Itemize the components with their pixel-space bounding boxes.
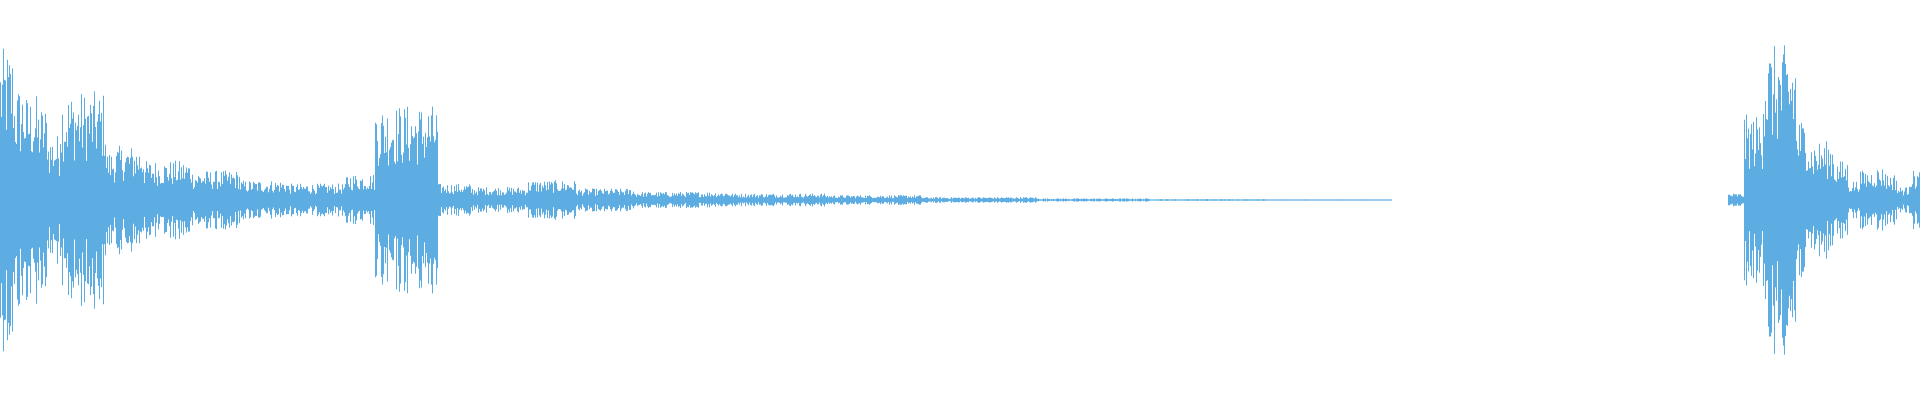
waveform-bars xyxy=(0,45,1920,355)
